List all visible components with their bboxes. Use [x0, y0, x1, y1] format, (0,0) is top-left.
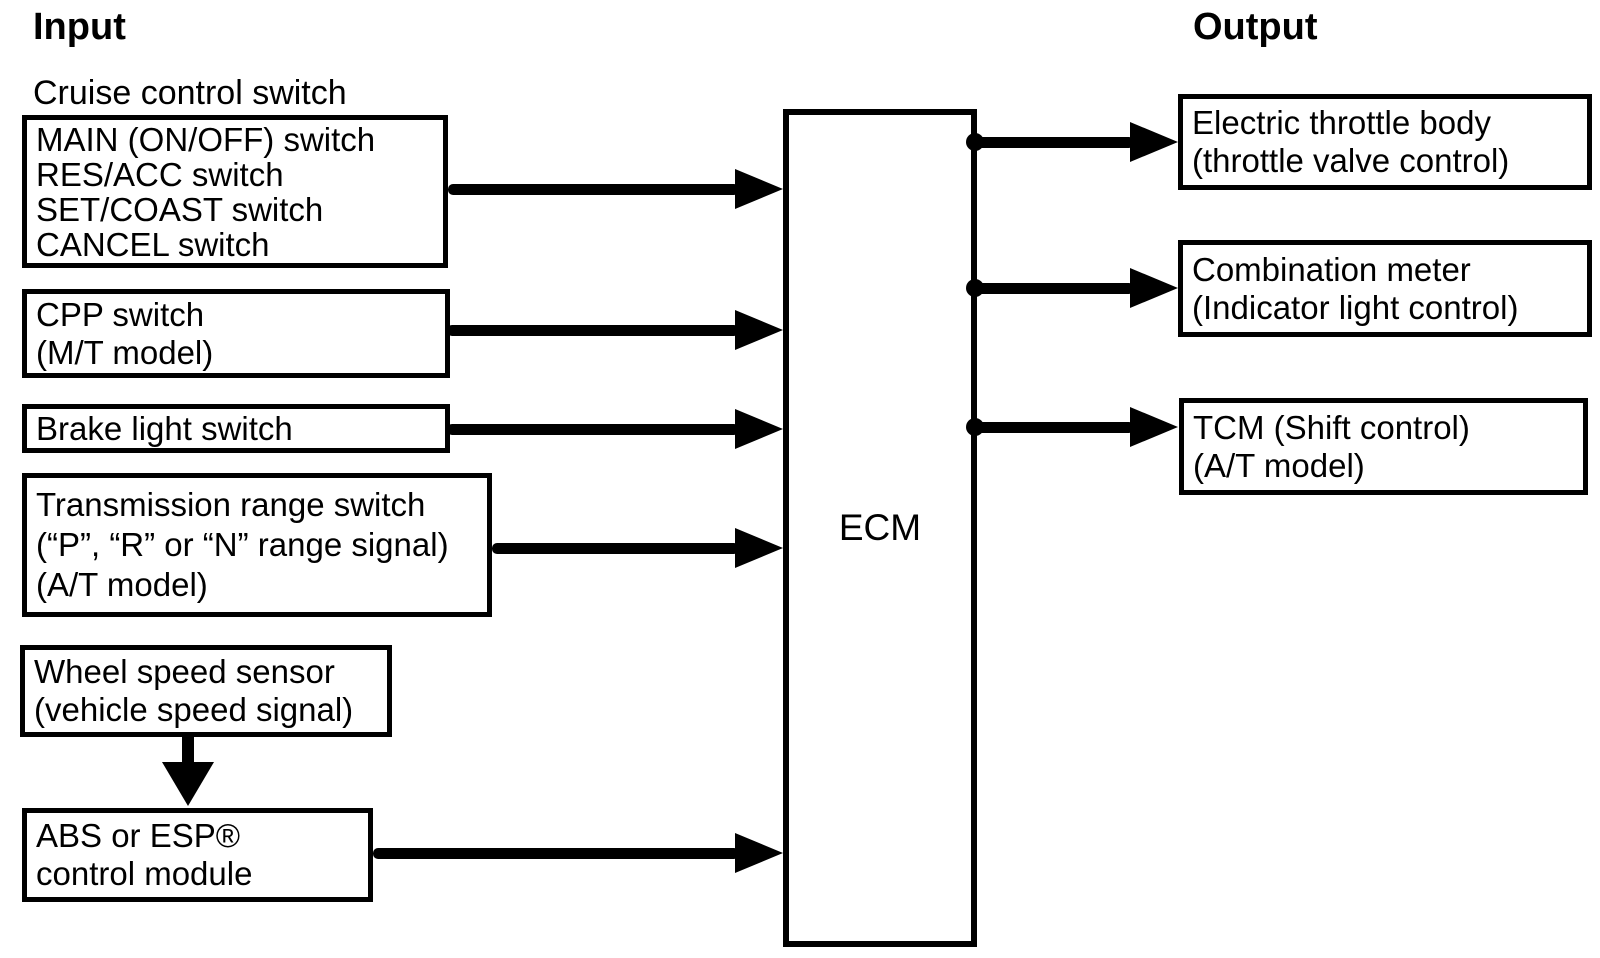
box-tcm: TCM (Shift control) (A/T model) [1179, 398, 1588, 495]
arrow-head-right-icon [735, 528, 783, 568]
arrow-head-right-icon [735, 310, 783, 350]
text-line: ABS or ESP® [36, 817, 241, 854]
text-line: (vehicle speed signal) [34, 691, 354, 728]
cruise-group-label: Cruise control switch [33, 74, 347, 112]
arrow-head-right-icon [1130, 407, 1178, 447]
text-line: (“P”, “R” or “N” range signal) [36, 526, 449, 563]
text-line: RES/ACC switch [36, 155, 284, 193]
text-line: Wheel speed sensor [34, 653, 335, 690]
text-line: SET/COAST switch [36, 190, 324, 228]
arrow-head-right-icon [1130, 122, 1178, 162]
box-electric-throttle-body: Electric throttle body (throttle valve c… [1178, 94, 1592, 190]
text-line: (A/T model) [36, 566, 208, 603]
ecm-label: ECM [838, 507, 922, 548]
text-line: MAIN (ON/OFF) switch [36, 120, 376, 158]
arrow-shaft [448, 184, 739, 195]
text-line: control module [36, 855, 253, 892]
text-line: TCM (Shift control) [1193, 408, 1470, 446]
box-transmission-range-switch: Transmission range switch (“P”, “R” or “… [22, 473, 492, 617]
arrow-head-down-icon [162, 762, 214, 806]
arrow-head-right-icon [735, 833, 783, 873]
box-abs-esp-control-module: ABS or ESP® control module [22, 808, 373, 902]
text-line: Transmission range switch [36, 486, 426, 523]
arrow-head-right-icon [735, 169, 783, 209]
text-line: Brake light switch [36, 409, 293, 447]
text-line: CPP switch [36, 295, 205, 333]
arrow-shaft [971, 283, 1134, 294]
arrow-shaft [447, 424, 739, 435]
arrow-shaft [447, 325, 739, 336]
arrow-head-right-icon [1130, 268, 1178, 308]
text-line: (Indicator light control) [1192, 288, 1519, 326]
arrow-head-right-icon [735, 409, 783, 449]
text-line: (M/T model) [36, 333, 214, 371]
output-header: Output [1193, 6, 1318, 48]
text-line: (throttle valve control) [1192, 142, 1510, 179]
arrow-shaft [373, 848, 739, 859]
arrow-shaft [182, 736, 194, 764]
arrow-shaft [492, 543, 739, 554]
box-ecm: ECM [783, 109, 977, 947]
text-line: Electric throttle body [1192, 104, 1491, 141]
text-line: (A/T model) [1193, 446, 1365, 484]
box-combination-meter: Combination meter (Indicator light contr… [1178, 240, 1592, 337]
arrow-shaft [971, 422, 1134, 433]
box-wheel-speed-sensor: Wheel speed sensor (vehicle speed signal… [20, 645, 392, 737]
box-cpp-switch: CPP switch (M/T model) [22, 289, 450, 378]
box-brake-light-switch: Brake light switch [22, 404, 450, 453]
input-header: Input [33, 6, 126, 48]
box-cruise-control-switch: MAIN (ON/OFF) switch RES/ACC switch SET/… [22, 115, 448, 268]
arrow-shaft [971, 137, 1134, 148]
text-line: CANCEL switch [36, 225, 270, 263]
text-line: Combination meter [1192, 250, 1471, 288]
